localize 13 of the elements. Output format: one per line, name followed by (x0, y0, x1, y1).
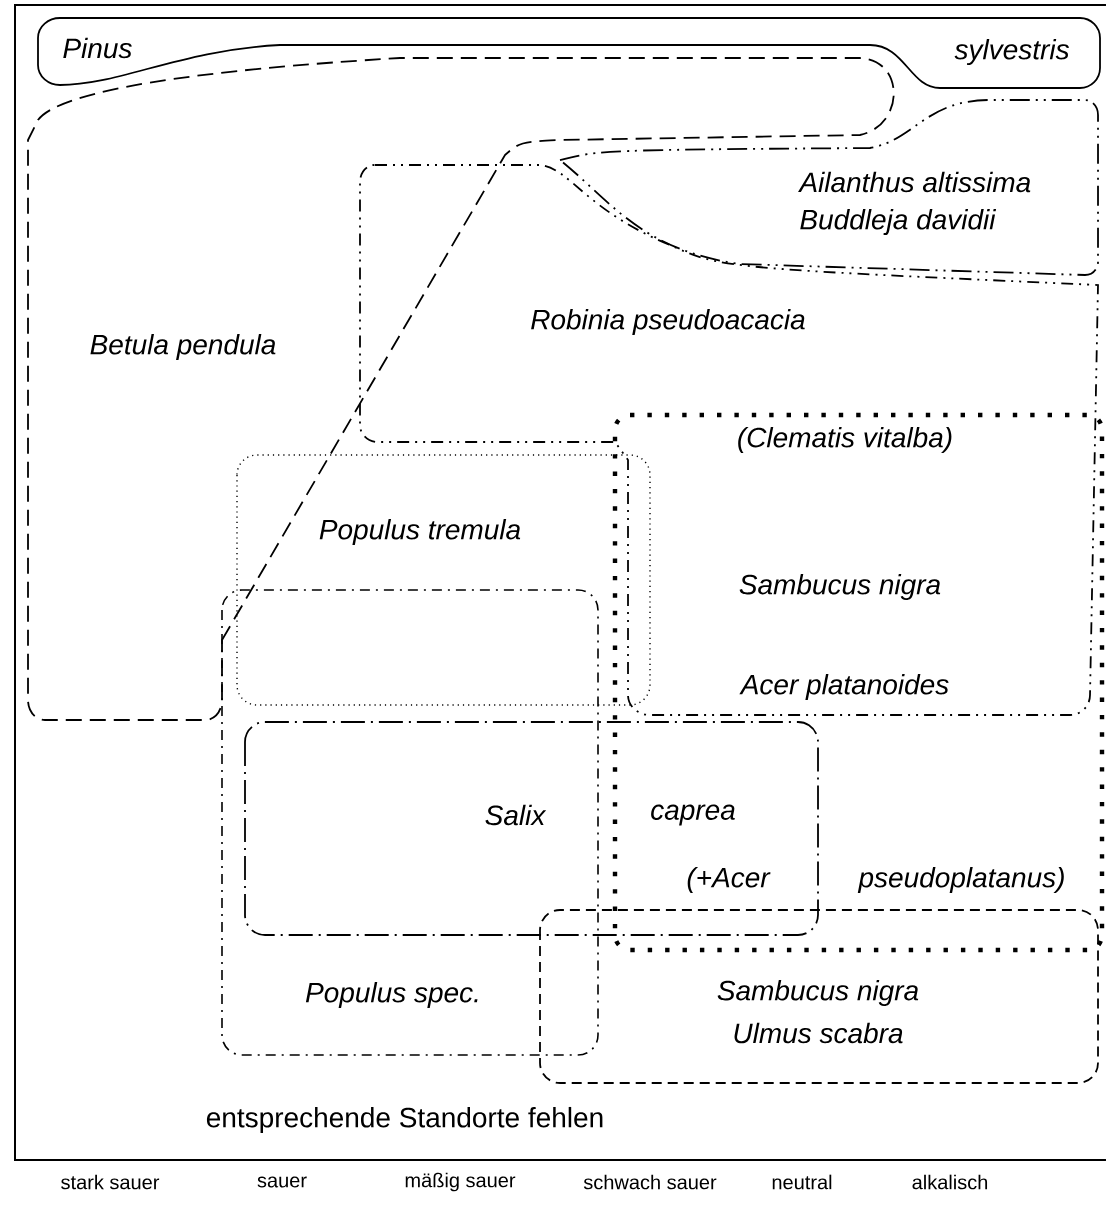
species-region: Pinus sylvestris (37, 17, 1101, 89)
axis-label: neutral (772, 1174, 832, 1190)
axis-label: schwach sauer (583, 1174, 717, 1190)
axis-label: alkalisch (912, 1174, 988, 1190)
species-name: pseudoplatanus) (857, 866, 1064, 894)
species-region: Sambucus nigra Ulmus scabra (539, 909, 1099, 1084)
species-name: (+Acer (687, 866, 771, 894)
axis-label: mäßig sauer (405, 1172, 516, 1192)
axis-label: stark sauer (61, 1174, 160, 1190)
axis-label: sauer (257, 1176, 307, 1188)
species-region: Populus tremula (236, 454, 651, 706)
species-region: Ailanthus altissima Buddleja davidii (559, 99, 1099, 276)
note-text: entsprechende Standorte fehlen (206, 1106, 603, 1134)
